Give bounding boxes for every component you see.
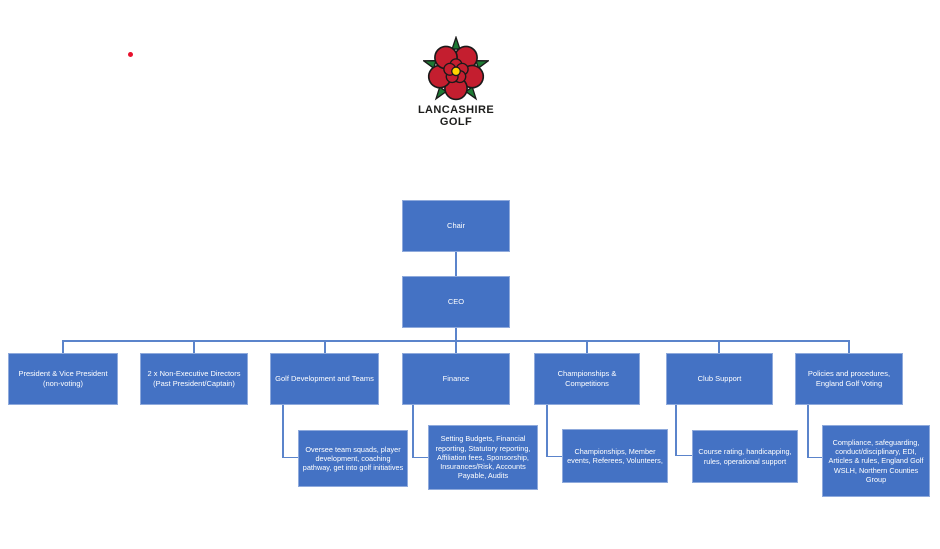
logo-text-line2: GOLF — [439, 116, 473, 128]
org-node-ceo-label: CEO — [447, 297, 465, 307]
org-node-club-support: Club Support — [666, 353, 773, 405]
org-detail-text: Oversee team squads, player development,… — [302, 444, 404, 473]
org-detail-text: Course rating, handicapping, rules, oper… — [698, 447, 792, 466]
org-detail-championships: Championships, Member events, Referees, … — [562, 429, 668, 483]
connector-elbow-finance-v — [412, 405, 414, 458]
lancashire-golf-logo: LANCASHIRE GOLF — [406, 36, 506, 128]
connector-drop-championships — [586, 340, 588, 353]
connector-elbow-policies-h — [807, 456, 822, 458]
org-node-label: Club Support — [697, 374, 742, 384]
connector-drop-golf-dev — [324, 340, 326, 353]
org-detail-text: Championships, Member events, Referees, … — [567, 446, 663, 465]
connector-drop-club-support — [718, 340, 720, 353]
org-node-chair: Chair — [402, 200, 510, 252]
red-dot-marker — [128, 52, 133, 57]
org-detail-policies: Compliance, safeguarding, conduct/discip… — [822, 425, 930, 497]
connector-elbow-club-support-v — [675, 405, 677, 456]
connector-elbow-finance-h — [412, 456, 428, 458]
org-node-label: Championships & Competitions — [557, 369, 617, 388]
connector-drop-president — [62, 340, 64, 353]
org-node-label: 2 x Non-Executive Directors (Past Presid… — [147, 369, 241, 388]
org-node-label: Golf Development and Teams — [275, 374, 374, 384]
org-node-policies: Policies and procedures, England Golf Vo… — [795, 353, 903, 405]
connector-elbow-policies-v — [807, 405, 809, 458]
org-node-finance: Finance — [402, 353, 510, 405]
connector-drop-finance — [455, 340, 457, 353]
connector-elbow-championships-v — [546, 405, 548, 457]
org-node-president-vice-president: President & Vice President (non-voting) — [8, 353, 118, 405]
org-detail-golf-development: Oversee team squads, player development,… — [298, 430, 408, 487]
connector-drop-policies — [848, 340, 850, 353]
org-node-non-executive-directors: 2 x Non-Executive Directors (Past Presid… — [140, 353, 248, 405]
org-detail-text: Setting Budgets, Financial reporting, St… — [435, 434, 531, 481]
org-node-label: President & Vice President (non-voting) — [18, 369, 108, 388]
lancashire-rose-icon — [423, 36, 489, 101]
logo-text-line1: LANCASHIRE — [417, 104, 495, 116]
connector-chair-ceo — [455, 252, 457, 276]
connector-elbow-golf-dev-v — [282, 405, 284, 458]
org-detail-club-support: Course rating, handicapping, rules, oper… — [692, 430, 798, 483]
connector-elbow-championships-h — [546, 455, 562, 457]
connector-elbow-golf-dev-h — [282, 456, 298, 458]
org-node-ceo: CEO — [402, 276, 510, 328]
org-node-chair-label: Chair — [447, 221, 465, 231]
connector-ceo-drop — [455, 328, 457, 340]
org-node-label: Finance — [442, 374, 470, 384]
org-node-golf-development: Golf Development and Teams — [270, 353, 379, 405]
connector-elbow-club-support-h — [675, 454, 692, 456]
org-detail-finance: Setting Budgets, Financial reporting, St… — [428, 425, 538, 490]
org-node-championships: Championships & Competitions — [534, 353, 640, 405]
org-detail-text: Compliance, safeguarding, conduct/discip… — [828, 437, 924, 484]
org-node-label: Policies and procedures, England Golf Vo… — [807, 369, 891, 388]
connector-drop-neds — [193, 340, 195, 353]
